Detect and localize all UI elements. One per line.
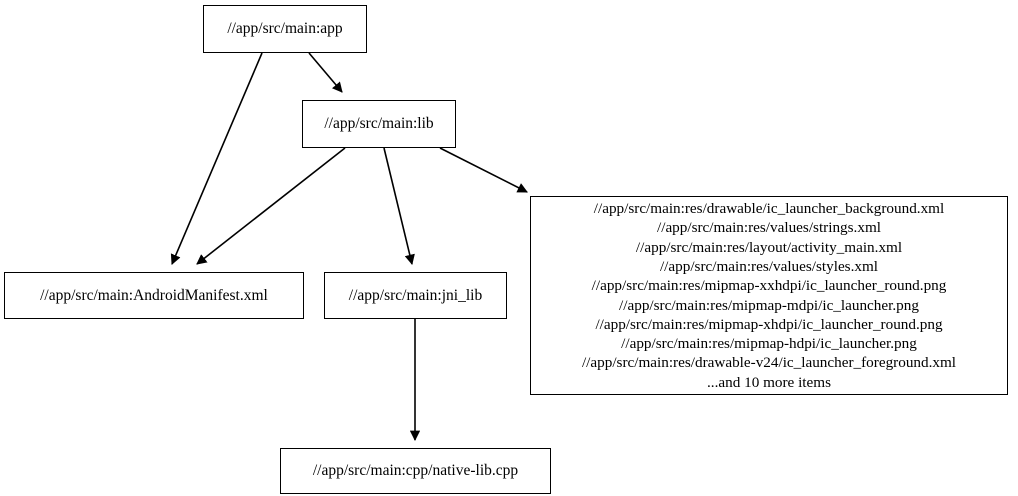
- graph-node-res-bundle[interactable]: //app/src/main:res/drawable/ic_launcher_…: [530, 196, 1008, 395]
- graph-node-res-bundle-label-list: //app/src/main:res/drawable/ic_launcher_…: [537, 199, 1001, 392]
- graph-node-res-bundle-line-0: //app/src/main:res/drawable/ic_launcher_…: [593, 200, 945, 218]
- edge-app-to-manifest: [170, 52, 263, 265]
- graph-node-app-label: //app/src/main:app: [227, 20, 343, 38]
- graph-node-res-bundle-line-3: //app/src/main:res/values/styles.xml: [659, 257, 879, 275]
- edge-lib-to-manifest: [196, 147, 346, 265]
- graph-node-app[interactable]: //app/src/main:app: [203, 5, 367, 53]
- edge-lib-to-jni: [383, 147, 415, 266]
- graph-node-res-bundle-line-5: //app/src/main:res/mipmap-mdpi/ic_launch…: [619, 296, 919, 314]
- graph-node-res-bundle-line-1: //app/src/main:res/values/strings.xml: [657, 219, 881, 237]
- graph-node-res-bundle-line-6: //app/src/main:res/mipmap-xhdpi/ic_launc…: [595, 315, 943, 333]
- graph-node-androidmanifest[interactable]: //app/src/main:AndroidManifest.xml: [4, 272, 304, 319]
- edge-lib-to-res: [439, 147, 528, 193]
- graph-node-native-lib-cpp-label: //app/src/main:cpp/native-lib.cpp: [312, 462, 519, 480]
- graph-node-res-bundle-line-4: //app/src/main:res/mipmap-xxhdpi/ic_laun…: [591, 277, 947, 295]
- graph-node-jni-lib[interactable]: //app/src/main:jni_lib: [324, 272, 507, 319]
- graph-node-lib[interactable]: //app/src/main:lib: [302, 100, 456, 148]
- graph-node-androidmanifest-label: //app/src/main:AndroidManifest.xml: [40, 286, 268, 304]
- graph-node-lib-label: //app/src/main:lib: [324, 115, 434, 133]
- graph-node-res-bundle-line-7: //app/src/main:res/mipmap-hdpi/ic_launch…: [621, 335, 917, 353]
- graph-node-native-lib-cpp[interactable]: //app/src/main:cpp/native-lib.cpp: [280, 448, 551, 494]
- graph-node-res-bundle-line-9: ...and 10 more items: [706, 373, 831, 391]
- graph-node-res-bundle-line-2: //app/src/main:res/layout/activity_main.…: [635, 238, 903, 256]
- graph-node-res-bundle-line-8: //app/src/main:res/drawable-v24/ic_launc…: [581, 354, 957, 372]
- edge-app-to-lib: [308, 52, 343, 93]
- graph-node-jni-lib-label: //app/src/main:jni_lib: [348, 286, 483, 304]
